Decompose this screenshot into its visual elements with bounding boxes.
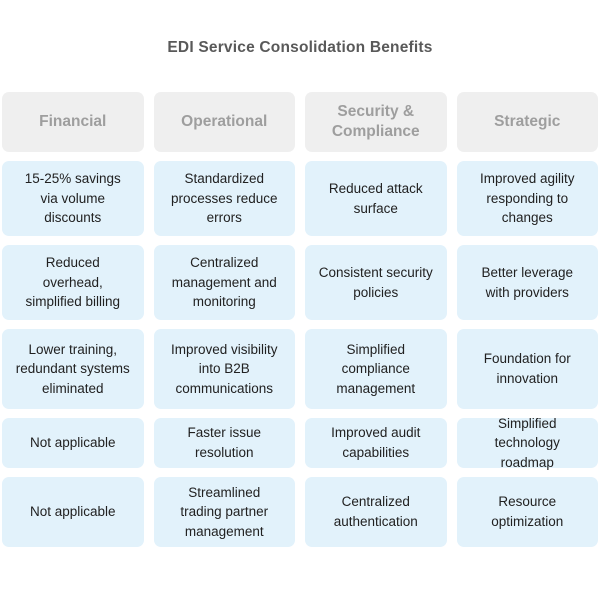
table-cell-r2-c3: Consistent security policies bbox=[305, 245, 447, 320]
table-cell-r5-c3: Centralized authentication bbox=[305, 477, 447, 547]
table-cell-r1-c2: Standardized processes reduce errors bbox=[153, 161, 295, 236]
table-cell-r1-c4: Improved agility responding to changes bbox=[456, 161, 598, 236]
table-cell-r2-c2: Centralized management and monitoring bbox=[153, 245, 295, 320]
table-cell-r3-c4: Foundation for innovation bbox=[456, 329, 598, 409]
table-cell-r4-c3: Improved audit capabilities bbox=[305, 418, 447, 468]
table-cell-r3-c1: Lower training, redundant systems elimin… bbox=[2, 329, 144, 409]
column-header-financial: Financial bbox=[2, 92, 144, 152]
column-header-operational: Operational bbox=[153, 92, 295, 152]
column-header-security-compliance: Security & Compliance bbox=[305, 92, 447, 152]
table-cell-r5-c4: Resource optimization bbox=[456, 477, 598, 547]
table-cell-r1-c1: 15-25% savings via volume discounts bbox=[2, 161, 144, 236]
table-cell-r4-c1: Not applicable bbox=[2, 418, 144, 468]
table-cell-r3-c2: Improved visibility into B2B communicati… bbox=[153, 329, 295, 409]
table-cell-r4-c4: Simplified technology roadmap bbox=[456, 416, 598, 470]
column-header-strategic: Strategic bbox=[456, 92, 598, 152]
table-cell-r1-c3: Reduced attack surface bbox=[305, 161, 447, 236]
table-cell-r2-c1: Reduced overhead, simplified billing bbox=[2, 245, 144, 320]
table-cell-r3-c3: Simplified compliance management bbox=[305, 329, 447, 409]
table-cell-r5-c1: Not applicable bbox=[2, 477, 144, 547]
table-cell-r5-c2: Streamlined trading partner management bbox=[153, 477, 295, 547]
page-title: EDI Service Consolidation Benefits bbox=[167, 39, 433, 56]
table-cell-r4-c2: Faster issue resolution bbox=[153, 418, 295, 468]
table-cell-r2-c4: Better leverage with providers bbox=[456, 245, 598, 320]
